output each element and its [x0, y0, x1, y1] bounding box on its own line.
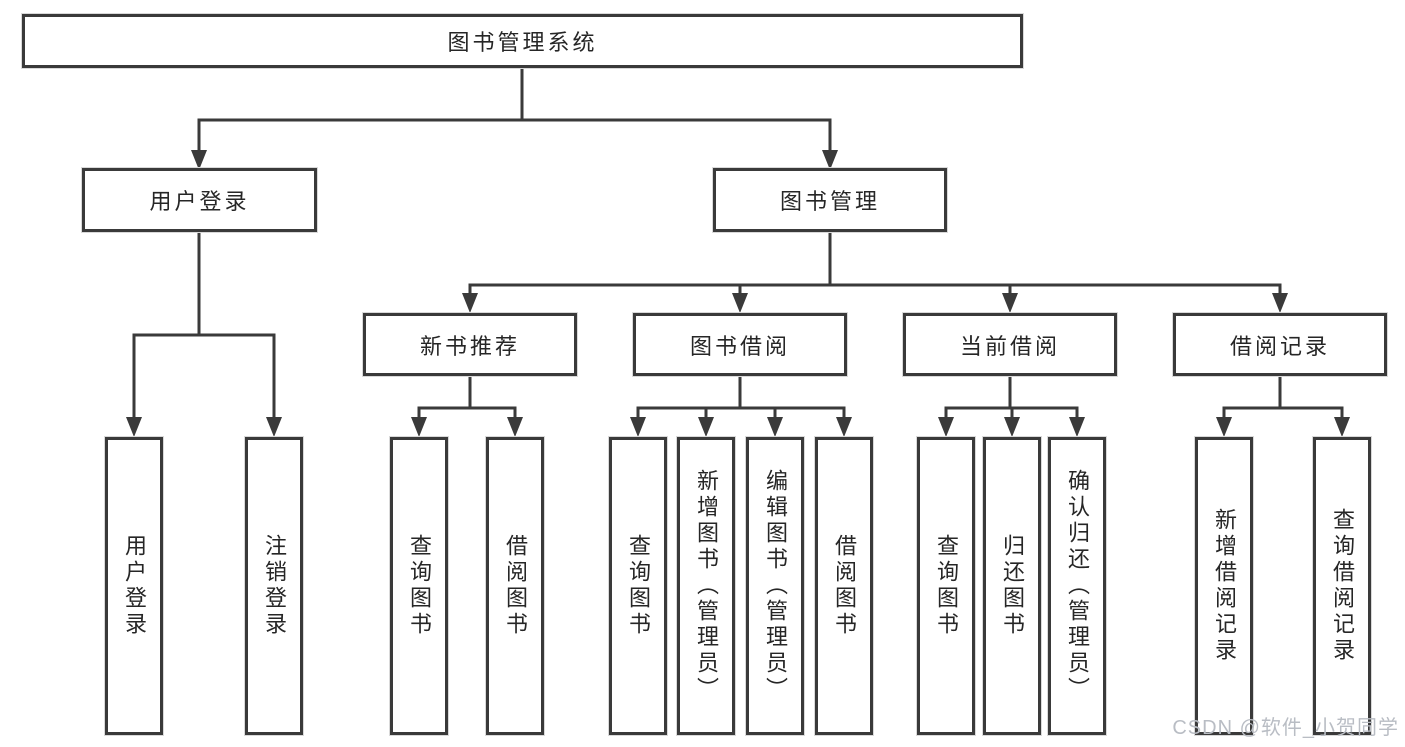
node-new-book-recommend: 新书推荐: [363, 313, 577, 376]
leaf-add-borrow-record: 新增借阅记录: [1195, 437, 1253, 735]
node-user-login-branch: 用户登录: [82, 168, 317, 232]
leaf-query-books-recommend: 查询图书: [390, 437, 448, 735]
leaf-user-login: 用户登录: [105, 437, 163, 735]
arrowheads: [126, 150, 1350, 437]
leaf-confirm-return-admin: 确认归还（管理员）: [1048, 437, 1106, 735]
node-current-borrowing: 当前借阅: [903, 313, 1117, 376]
leaf-query-borrow-record: 查询借阅记录: [1313, 437, 1371, 735]
leaf-borrow-books-borrowing: 借阅图书: [815, 437, 873, 735]
leaf-return-books: 归还图书: [983, 437, 1041, 735]
node-borrowing-records: 借阅记录: [1173, 313, 1387, 376]
leaf-borrow-books-recommend: 借阅图书: [486, 437, 544, 735]
leaf-logout: 注销登录: [245, 437, 303, 735]
leaf-query-books-borrowing: 查询图书: [609, 437, 667, 735]
node-book-borrowing: 图书借阅: [633, 313, 847, 376]
node-library-management-system: 图书管理系统: [22, 14, 1023, 68]
csdn-watermark: CSDN @软件_小贺同学: [1172, 717, 1399, 739]
leaf-add-book-admin: 新增图书（管理员）: [677, 437, 735, 735]
leaf-edit-book-admin: 编辑图书（管理员）: [746, 437, 804, 735]
leaf-query-books-current: 查询图书: [917, 437, 975, 735]
node-book-management-branch: 图书管理: [713, 168, 947, 232]
